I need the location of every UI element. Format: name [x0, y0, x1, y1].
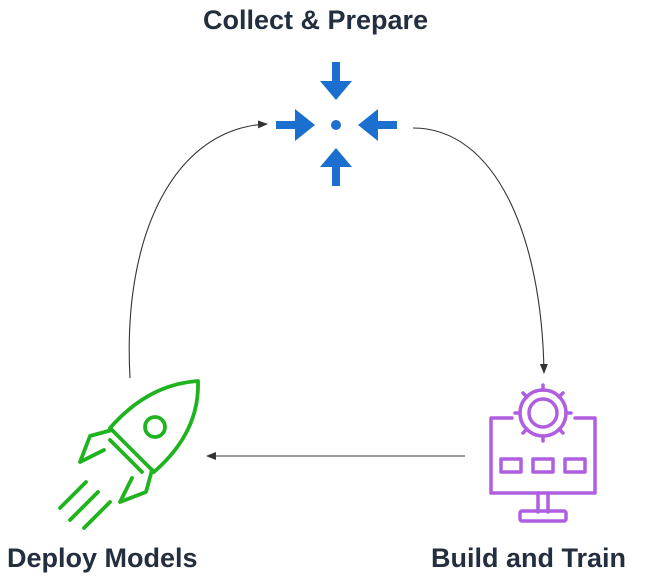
stage-label-deploy: Deploy Models: [7, 543, 198, 573]
stage-label-collect: Collect & Prepare: [203, 5, 429, 35]
stage-label-build: Build and Train: [431, 543, 627, 573]
arrow-deploy-to-collect: [128, 120, 268, 379]
arrow-collect-to-build: [412, 127, 548, 374]
